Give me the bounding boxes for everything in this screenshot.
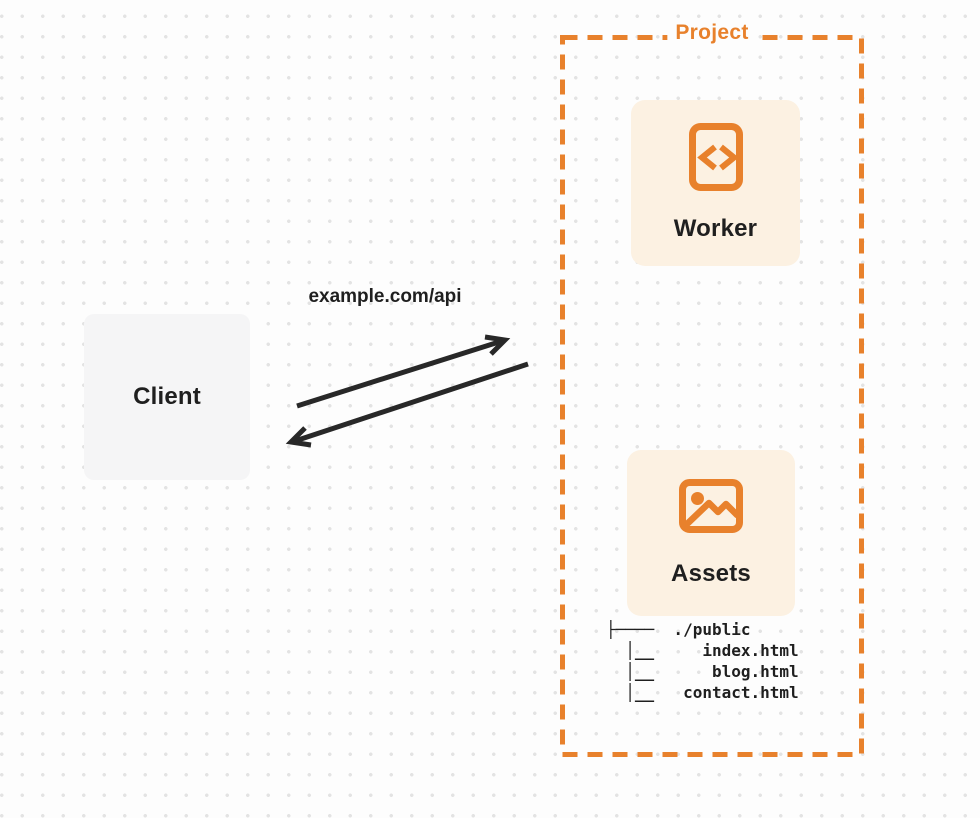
request-url-label: example.com/api — [308, 286, 462, 307]
client-label: Client — [133, 383, 201, 410]
response-arrow — [285, 361, 529, 448]
assets-file-tree: ├──── ./public │__ index.html │__ blog.h… — [606, 620, 799, 702]
project-container: Project Worker Assets ├──── ./public │__… — [560, 21, 864, 757]
request-arrow — [296, 334, 511, 409]
project-dashed-border — [560, 35, 864, 757]
project-title: Project — [667, 21, 757, 45]
assets-card: Assets — [627, 450, 795, 616]
request-response-arrows — [285, 334, 529, 448]
image-icon — [679, 478, 743, 533]
worker-card: Worker — [631, 100, 800, 266]
worker-label: Worker — [673, 215, 758, 242]
client-node: Client — [84, 314, 250, 480]
assets-label: Assets — [671, 559, 751, 587]
code-icon — [688, 123, 743, 191]
